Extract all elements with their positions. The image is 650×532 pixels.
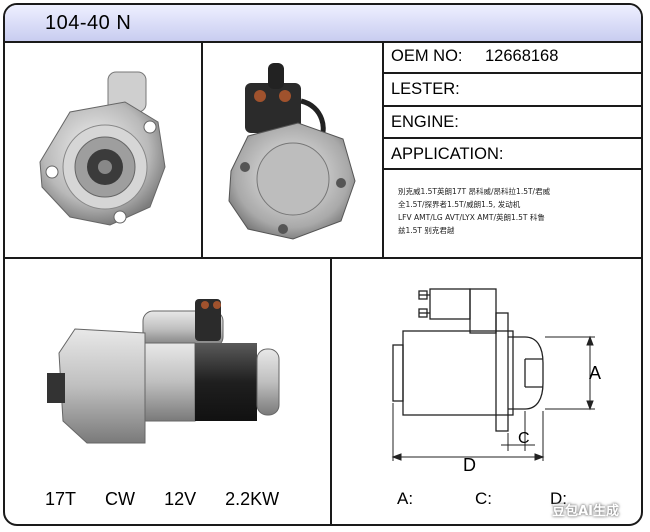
part-number-title: 104-40 N: [45, 12, 132, 34]
lester-label: LESTER:: [391, 80, 460, 98]
starter-rear-view-image: [228, 63, 356, 240]
divider: [330, 257, 332, 524]
dimension-d-label: D:: [550, 489, 567, 508]
specs-line: 17T CW 12V 2.2KW: [45, 489, 303, 510]
drawing-label-d: D: [463, 455, 476, 475]
application-row: APPLICATION:: [384, 139, 641, 169]
oem-row: OEM NO: 12668168: [384, 41, 641, 71]
drawing-label-c: C: [518, 430, 530, 447]
header-bar: 104-40 N: [5, 5, 641, 43]
divider: [384, 137, 641, 139]
divider: [5, 257, 641, 259]
spec-sheet-card: 104-40 N OEM NO: 12668168 LESTER: ENGINE…: [3, 3, 643, 526]
divider: [382, 41, 384, 258]
watermark-text: 豆包AI生成: [552, 504, 619, 519]
spec-power: 2.2KW: [225, 489, 280, 509]
divider: [384, 105, 641, 107]
application-description: 別克威1.5T英朗17T 昂科威/昂科拉1.5T/君威 全1.5T/探界者1.5…: [398, 187, 551, 235]
starter-side-view-image: [47, 299, 280, 444]
lester-row: LESTER:: [384, 74, 641, 104]
divider: [384, 72, 641, 74]
dimension-c-label: C:: [475, 489, 492, 508]
engine-row: ENGINE:: [384, 107, 641, 137]
divider: [201, 41, 203, 258]
spec-rotation: CW: [105, 489, 136, 509]
engine-label: ENGINE:: [391, 113, 459, 131]
drawing-label-a: A: [589, 363, 601, 383]
spec-teeth: 17T: [45, 489, 77, 509]
oem-label: OEM NO:: [391, 47, 463, 65]
dimension-a-label: A:: [397, 489, 414, 508]
divider: [384, 168, 641, 170]
application-label: APPLICATION:: [391, 145, 504, 163]
dimension-drawing: A C D: [391, 288, 601, 475]
starter-front-view-image: [39, 71, 166, 226]
spec-voltage: 12V: [164, 489, 197, 509]
oem-value: 12668168: [485, 47, 559, 65]
